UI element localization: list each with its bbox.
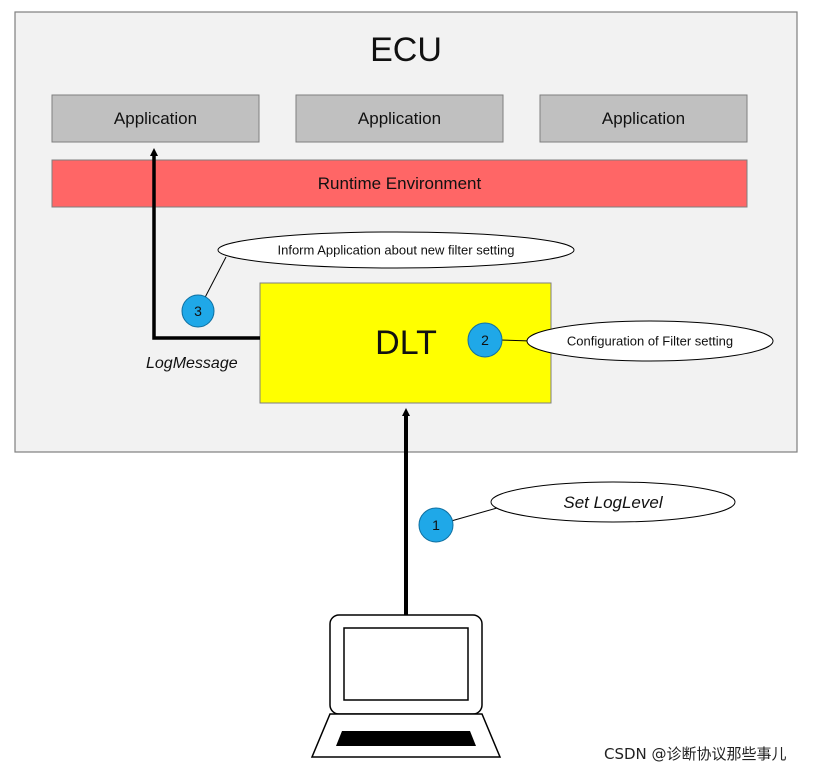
log-message-arrow (150, 148, 260, 340)
inform-callout-text: Inform Application about new filter sett… (277, 243, 514, 258)
step-3-badge: 3 (181, 294, 215, 328)
application-box-2: Application (295, 94, 504, 143)
runtime-environment-bar: Runtime Environment (51, 159, 748, 208)
step-2-badge: 2 (467, 322, 503, 358)
application-box-3: Application (539, 94, 748, 143)
step-1-badge: 1 (418, 507, 454, 543)
application-label-2: Application (358, 109, 441, 128)
config-callout-connector (499, 339, 532, 342)
config-callout-text: Configuration of Filter setting (567, 334, 733, 349)
step-2-number: 2 (481, 332, 489, 348)
log-message-label: LogMessage (146, 355, 238, 372)
application-box-1: Application (51, 94, 260, 143)
dlt-label: DLT (375, 324, 437, 362)
inform-callout-bubble (217, 231, 575, 269)
dlt-box: DLT (259, 282, 552, 404)
application-label-1: Application (114, 109, 197, 128)
laptop-icon (310, 614, 502, 758)
runtime-environment-label: Runtime Environment (318, 174, 482, 193)
config-callout-bubble (526, 320, 774, 362)
set-loglevel-callout-bubble (490, 481, 736, 523)
csdn-watermark: CSDN @诊断协议那些事儿 (604, 745, 787, 763)
set-loglevel-callout-text: Set LogLevel (563, 493, 663, 512)
ecu-title: ECU (370, 31, 442, 69)
application-label-3: Application (602, 109, 685, 128)
step-1-number: 1 (432, 517, 440, 533)
step-3-number: 3 (194, 303, 202, 319)
